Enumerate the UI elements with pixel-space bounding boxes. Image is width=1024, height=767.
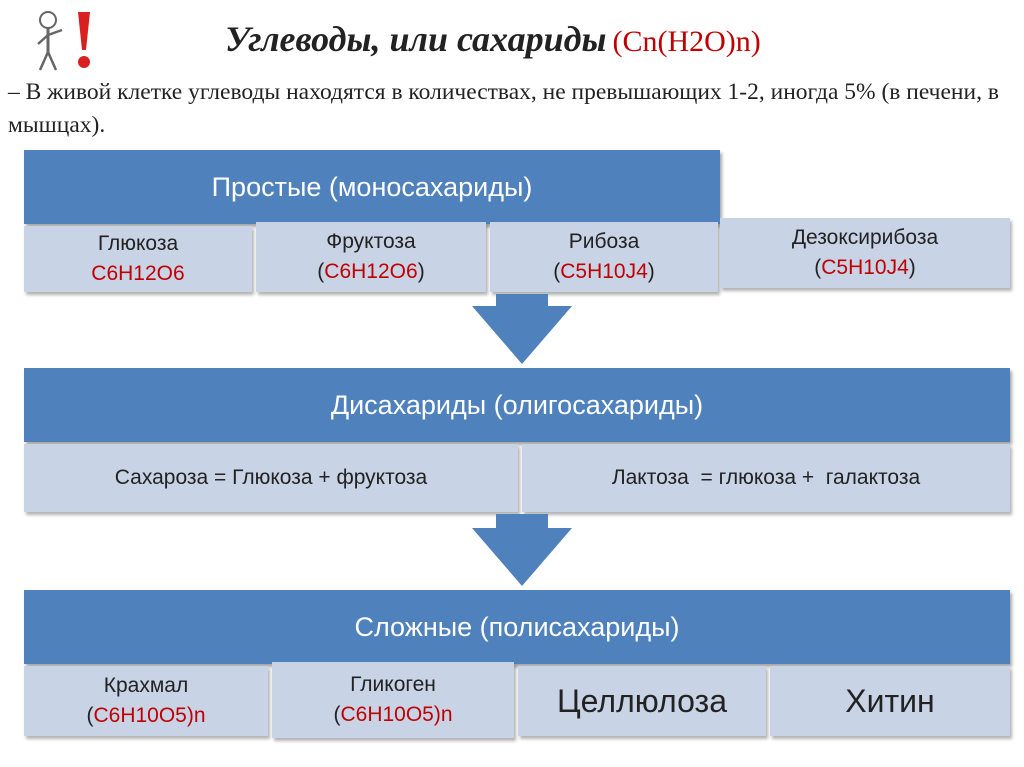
intro-text: – В живой клетке углеводы находятся в ко… <box>8 79 999 138</box>
di-header: Дисахариды (олигосахариды) <box>24 368 1010 442</box>
item-name: Целлюлоза <box>557 683 727 719</box>
di-header-label: Дисахариды (олигосахариды) <box>330 389 704 420</box>
di-item-lactose: Лактоза = глюкоза + галактоза <box>522 444 1010 512</box>
simple-item-ribose: Рибоза (С5Н10J4) <box>490 222 718 292</box>
complex-header: Сложные (полисахариды) <box>24 590 1010 664</box>
item-name: Фруктоза <box>326 230 416 253</box>
page-title: Углеводы, или сахариды(Cn(H2O)n) <box>225 18 761 60</box>
item-name: Лактоза = глюкоза + галактоза <box>611 466 921 489</box>
item-formula-wrap: (С5Н10J4) <box>553 260 655 283</box>
item-formula: С6Н10О5)n <box>340 703 453 726</box>
complex-item-cellulose: Целлюлоза <box>518 666 766 736</box>
item-formula-wrap: (С6Н10О5)n <box>333 703 453 726</box>
simple-item-fructose: Фруктоза (С6Н12О6) <box>256 222 486 292</box>
simple-header: Простые (моносахариды) <box>24 150 720 224</box>
exclamation-figure-icon <box>37 11 90 71</box>
item-formula: С6Н12О6 <box>91 262 185 285</box>
simple-item-deoxyribose: Дезоксирибоза (С5Н10J4) <box>720 218 1010 288</box>
item-formula-wrap: (С6Н10О5)n <box>86 704 206 727</box>
item-formula-wrap: (С5Н10J4) <box>814 256 916 279</box>
down-arrow-icon <box>472 514 572 586</box>
simple-item-glucose: Глюкоза С6Н12О6 <box>24 226 252 292</box>
item-name: Сахароза = Глюкоза + фруктоза <box>114 466 428 489</box>
item-formula: С5Н10J4 <box>821 256 909 279</box>
complex-item-starch: Крахмал (С6Н10О5)n <box>24 666 268 736</box>
item-name: Глюкоза <box>97 232 179 255</box>
item-formula: С6Н10О5)n <box>93 704 206 727</box>
item-name: Крахмал <box>103 674 189 697</box>
item-name: Хитин <box>845 683 935 719</box>
down-arrow-icon <box>472 294 572 364</box>
item-name: Гликоген <box>350 673 436 696</box>
complex-item-chitin: Хитин <box>770 666 1010 736</box>
di-item-sucrose: Сахароза = Глюкоза + фруктоза <box>24 444 518 512</box>
complex-header-label: Сложные (полисахариды) <box>354 611 680 642</box>
item-formula: С5Н10J4 <box>560 260 648 283</box>
simple-header-label: Простые (моносахариды) <box>211 171 533 202</box>
item-name: Дезоксирибоза <box>791 226 939 249</box>
item-name: Рибоза <box>568 230 640 253</box>
complex-item-glycogen: Гликоген (С6Н10О5)n <box>272 662 514 738</box>
item-formula-wrap: (С6Н12О6) <box>317 260 425 283</box>
title-formula: (Cn(H2O)n) <box>612 25 761 58</box>
title-text: Углеводы, или сахариды <box>225 19 607 59</box>
item-formula: С6Н12О6 <box>324 260 418 283</box>
